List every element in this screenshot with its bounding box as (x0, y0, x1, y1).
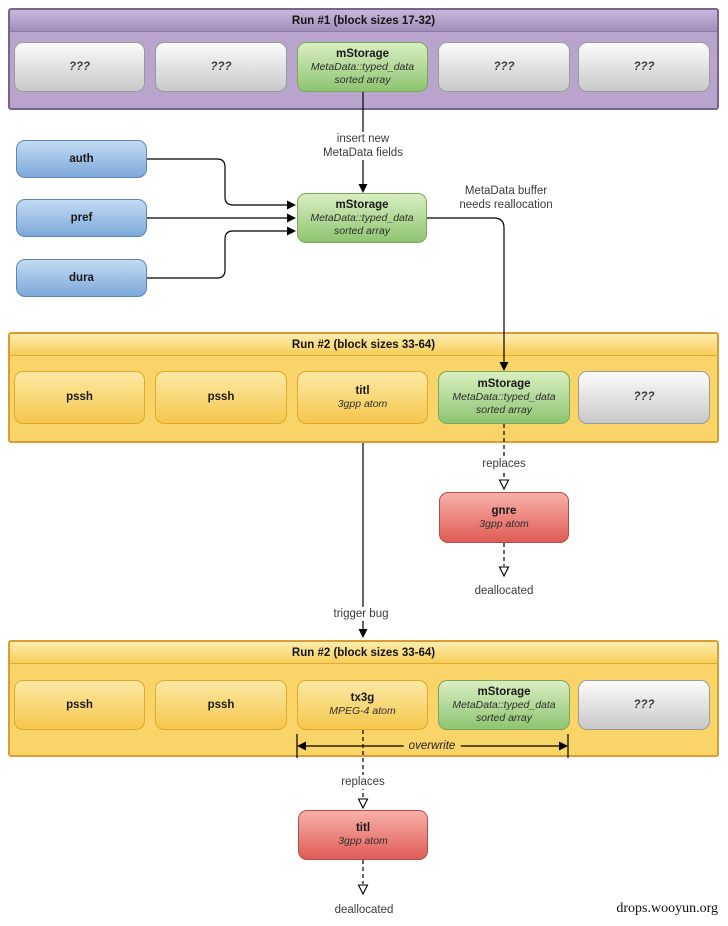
cell-label: tx3g (350, 692, 375, 704)
run1-title: Run #1 (block sizes 17-32) (10, 10, 717, 32)
run2a-title: Run #2 (block sizes 33-64) (10, 334, 717, 356)
atom-pref: pref (16, 199, 147, 237)
cell-sublabel: MetaData::typed_data (452, 391, 556, 403)
cell-label: ??? (633, 60, 655, 73)
label-trigger-bug: trigger bug (330, 607, 392, 621)
cell-label: dura (69, 271, 94, 284)
cell-sublabel: MetaData::typed_data (452, 698, 556, 711)
label-deallocated-2: deallocated (331, 903, 397, 917)
arrowhead-trigger (358, 629, 368, 638)
cell-sublabel: MetaData::typed_data (310, 60, 415, 73)
cell-label: pref (70, 211, 93, 224)
label-replaces-2: replaces (338, 775, 388, 789)
arrowhead-replaces-2 (357, 798, 369, 810)
connector-auth (147, 158, 288, 206)
cell-sublabel: MetaData::typed_data (310, 211, 414, 224)
cell-sublabel: sorted array (475, 711, 533, 724)
cell-sublabel: sorted array (334, 73, 391, 86)
arrowhead-insert (358, 184, 368, 193)
label-replaces-1: replaces (479, 457, 529, 471)
freed-titl: titl 3gpp atom (298, 810, 428, 860)
run2a-cell-mstorage: mStorage MetaData::typed_data sorted arr… (438, 371, 570, 424)
mid-mstorage: mStorage MetaData::typed_data sorted arr… (297, 193, 427, 243)
label-overwrite: overwrite (403, 739, 461, 753)
cell-label: pssh (207, 698, 235, 711)
run2a-cell-titl: titl 3gpp atom (297, 371, 428, 424)
cell-label: ??? (493, 60, 515, 73)
run1-cell-unknown-2: ??? (155, 42, 287, 92)
cell-label: pssh (66, 391, 93, 403)
arrowhead-dura (287, 226, 296, 236)
cell-sublabel: 3gpp atom (338, 835, 388, 847)
run2b-cell-pssh-2: pssh (155, 680, 287, 730)
arrowhead-deallocated-1 (498, 566, 510, 578)
cell-label: ??? (633, 698, 655, 711)
run1-cell-unknown-4: ??? (578, 42, 710, 92)
freed-gnre: gnre 3gpp atom (439, 492, 569, 543)
run1-cell-unknown-3: ??? (438, 42, 570, 92)
cell-label: titl (355, 822, 371, 834)
cell-label: mStorage (477, 378, 531, 390)
cell-sublabel: 3gpp atom (337, 397, 388, 410)
cell-label: ??? (210, 60, 232, 73)
label-deallocated-1: deallocated (471, 584, 537, 598)
cell-label: gnre (491, 504, 517, 517)
run2b-cell-mstorage: mStorage MetaData::typed_data sorted arr… (438, 680, 570, 730)
watermark: drops.wooyun.org (616, 901, 718, 916)
run2a-cell-pssh-1: pssh (14, 371, 145, 424)
cell-sublabel: MPEG-4 atom (329, 705, 396, 717)
cell-label: pssh (66, 698, 93, 711)
run2b-cell-pssh-1: pssh (14, 680, 145, 730)
run2a-cell-unknown: ??? (578, 371, 710, 424)
connector-dura (147, 230, 288, 279)
cell-sublabel: sorted array (333, 224, 391, 237)
run2b-title: Run #2 (block sizes 33-64) (10, 642, 717, 664)
cell-sublabel: sorted array (475, 404, 533, 416)
run2b-cell-tx3g: tx3g MPEG-4 atom (297, 680, 428, 730)
cell-sublabel: 3gpp atom (479, 517, 529, 530)
run2a-cell-pssh-2: pssh (155, 371, 287, 424)
arrowhead-replaces-1 (498, 479, 510, 491)
cell-label: ??? (68, 60, 91, 73)
atom-auth: auth (16, 140, 147, 178)
cell-label: pssh (207, 391, 235, 403)
run2b-cell-unknown: ??? (578, 680, 710, 730)
arrowhead-auth (287, 200, 296, 210)
cell-label: titl (355, 384, 370, 397)
run1-cell-unknown-1: ??? (14, 42, 145, 92)
atom-dura: dura (16, 259, 147, 297)
cell-label: mStorage (477, 685, 531, 698)
cell-label: mStorage (335, 198, 389, 211)
label-needs-reallocation: MetaData buffer needs reallocation (456, 184, 556, 212)
cell-label: mStorage (335, 47, 390, 60)
label-insert-fields: insert new MetaData fields (320, 132, 406, 160)
cell-label: auth (69, 152, 94, 165)
arrowhead-pref (287, 213, 296, 223)
run1-cell-mstorage: mStorage MetaData::typed_data sorted arr… (297, 42, 428, 92)
arrowhead-deallocated-2 (357, 884, 369, 896)
cell-label: ??? (633, 391, 655, 403)
